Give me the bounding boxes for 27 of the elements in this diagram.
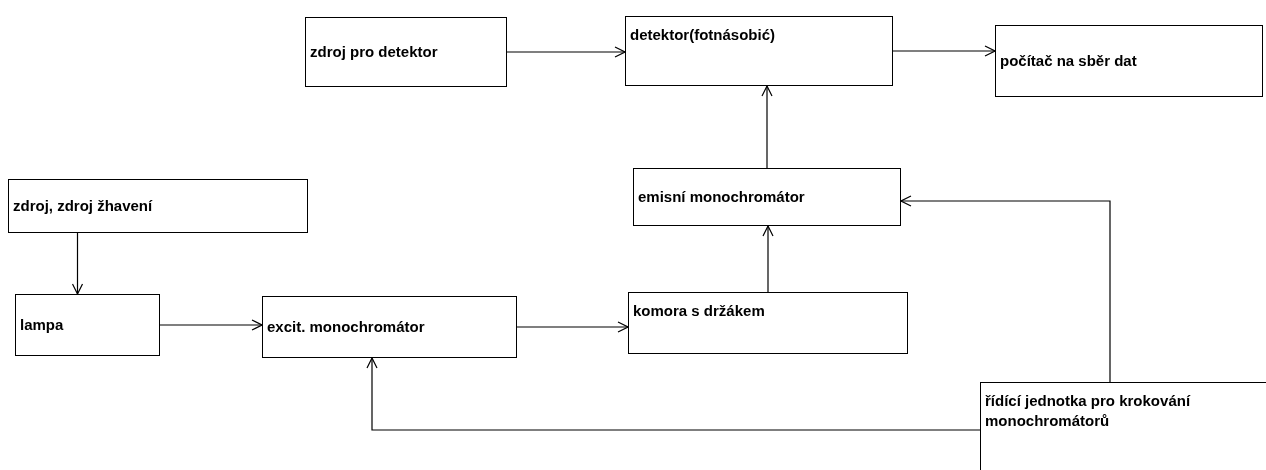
box-label: zdroj pro detektor bbox=[310, 42, 438, 62]
arrow bbox=[71, 232, 84, 295]
process-box bbox=[305, 17, 507, 87]
arrow bbox=[516, 321, 629, 333]
arrow bbox=[366, 357, 981, 431]
box-label: komora s držákem bbox=[633, 301, 765, 321]
box-label: zdroj, zdroj žhavení bbox=[13, 196, 153, 216]
arrow bbox=[506, 46, 626, 58]
process-box bbox=[262, 296, 517, 358]
box-label: detektor(fotnásobić) bbox=[630, 25, 775, 45]
process-box bbox=[995, 25, 1263, 97]
arrow bbox=[762, 225, 774, 293]
box-label: emisní monochromátor bbox=[638, 187, 805, 207]
process-box bbox=[980, 382, 1266, 470]
process-box bbox=[628, 292, 908, 354]
arrow bbox=[761, 85, 773, 169]
box-label: excit. monochromátor bbox=[267, 317, 425, 337]
process-box bbox=[8, 179, 308, 233]
arrow bbox=[900, 195, 1111, 383]
process-box bbox=[625, 16, 893, 86]
box-label: počítač na sběr dat bbox=[1000, 51, 1137, 71]
arrow bbox=[892, 45, 996, 57]
box-label: řídící jednotka pro krokování monochromátorů bbox=[985, 391, 1192, 431]
process-box bbox=[15, 294, 160, 356]
arrow bbox=[159, 319, 263, 331]
box-label: lampa bbox=[20, 315, 64, 335]
process-box bbox=[633, 168, 901, 226]
